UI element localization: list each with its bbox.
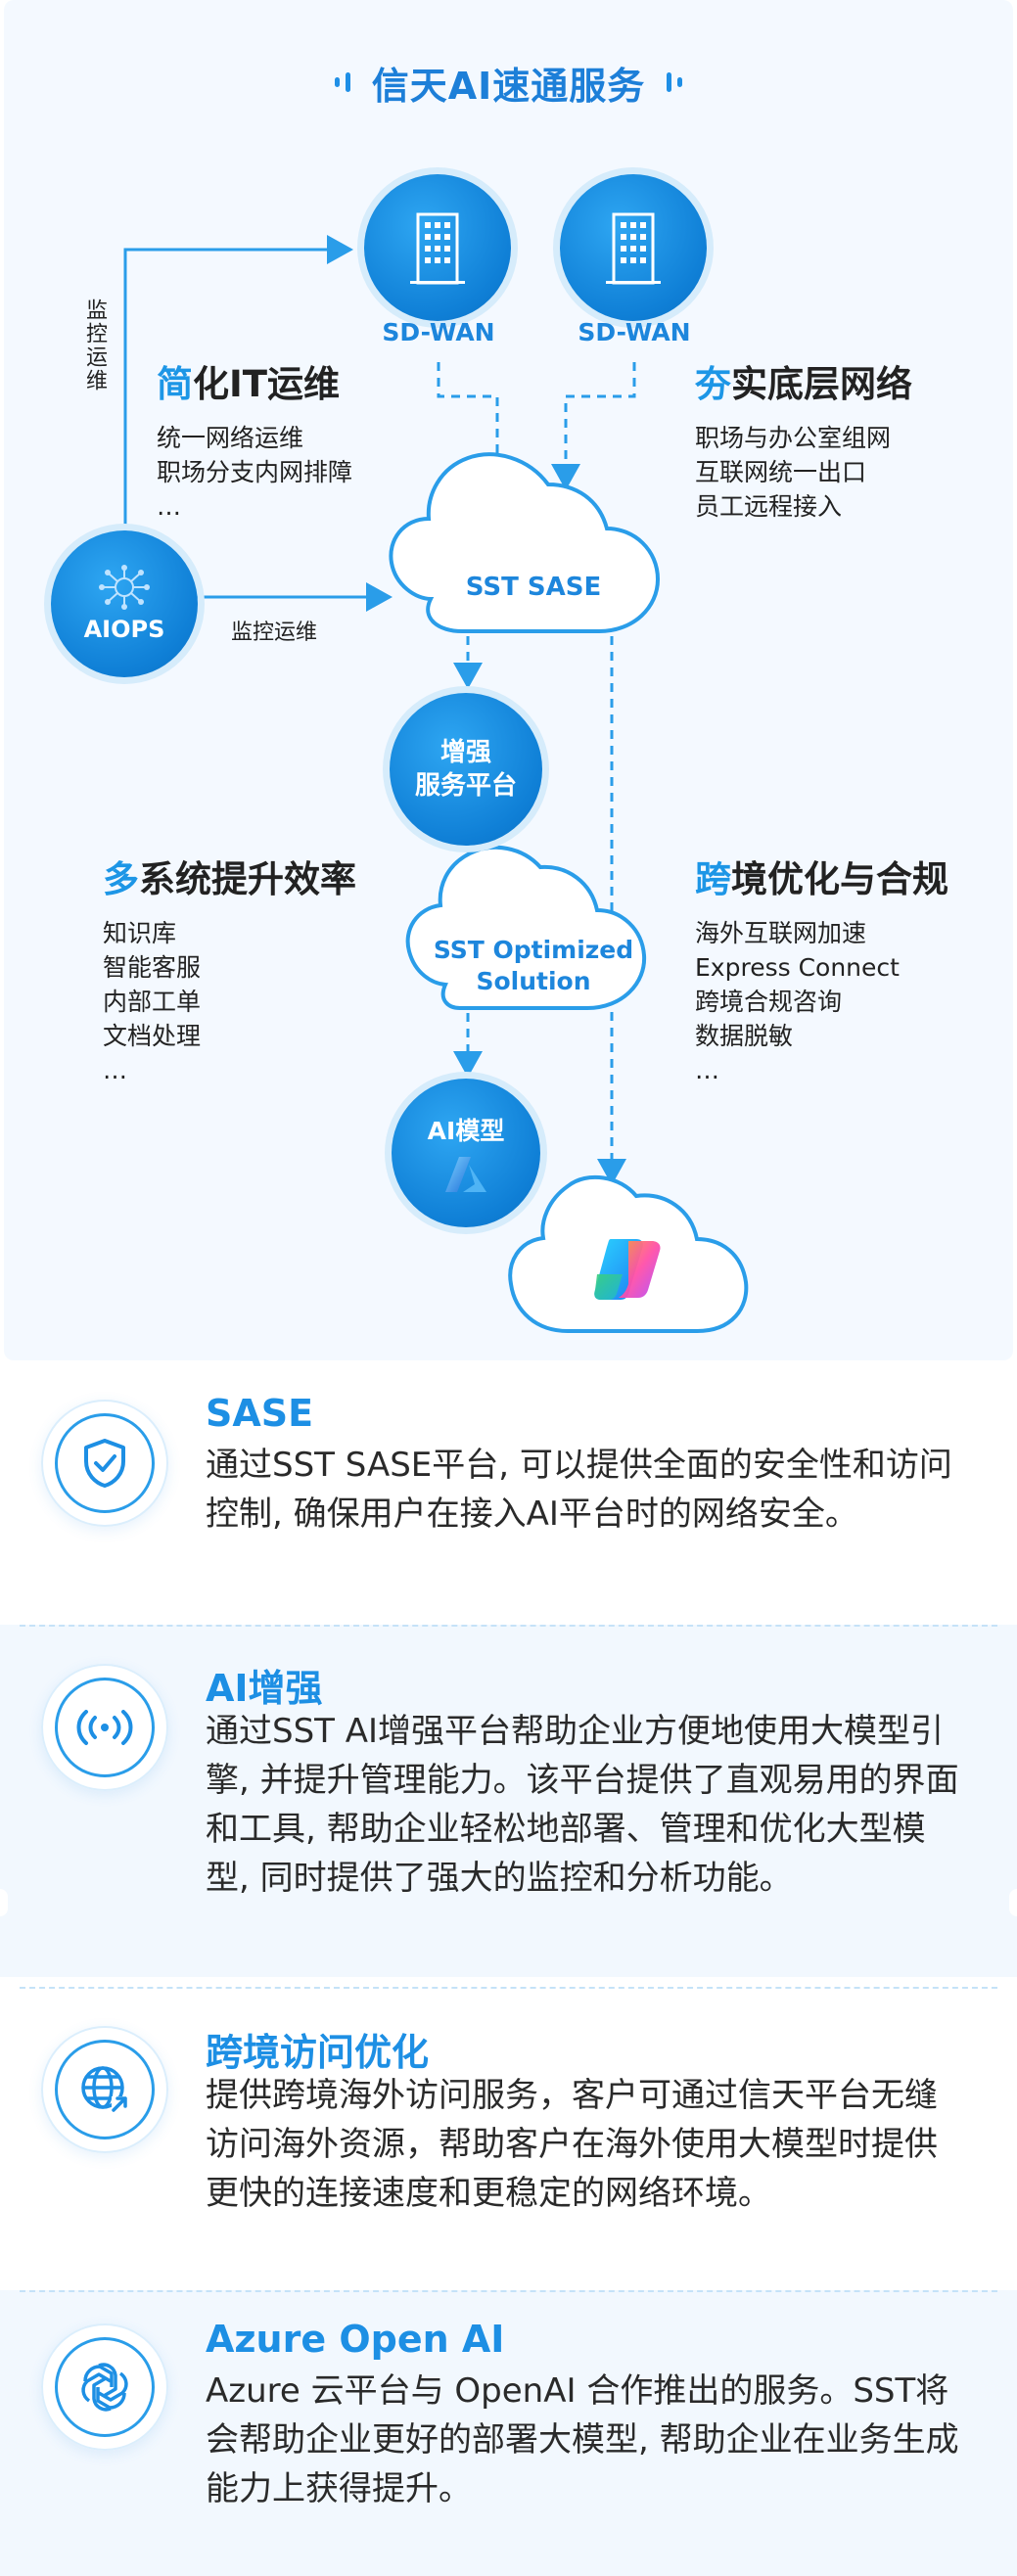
list-item: Express Connect <box>695 953 900 982</box>
block-multi-system: 多系统提升效率 知识库 智能客服 内部工单 文档处理 … <box>103 850 356 1087</box>
feature-sase: SASE 通过SST SASE平台, 可以提供全面的安全性和访问控制, 确保用户… <box>0 1380 1017 1615</box>
feature-icon-wrap <box>41 1400 168 1527</box>
feature-icon-ring <box>55 2040 155 2139</box>
title-deco-right <box>667 72 683 92</box>
sase-cloud-label: SST SASE <box>465 573 602 602</box>
list-item: 知识库 <box>103 919 177 947</box>
building-icon <box>606 212 661 285</box>
list-item: 职场分支内网排障 <box>157 458 353 486</box>
copilot-logo-icon <box>594 1239 661 1300</box>
block-multi-list: 知识库 智能客服 内部工单 文档处理 … <box>103 916 356 1087</box>
shield-check-icon <box>84 1439 125 1488</box>
block-solid-highlight: 夯 <box>695 363 731 405</box>
edge-notch <box>0 1889 8 1916</box>
feature-ai-enhance: AI增强 通过SST AI增强平台帮助企业方便地使用大模型引擎, 并提升管理能力… <box>0 1625 1017 1977</box>
aiops-node: AIOPS <box>51 530 198 677</box>
block-multi-heading: 多系统提升效率 <box>103 850 356 902</box>
sdwan-node-left <box>364 174 511 321</box>
sdwan-label-right: SD-WAN <box>578 318 691 346</box>
block-multi-highlight: 多 <box>103 858 139 900</box>
openai-knot-icon <box>81 2363 128 2412</box>
aiops-to-sdwan-arrow <box>123 235 353 548</box>
feature-cross-border: 跨境访问优化 提供跨境海外访问服务，客户可通过信天平台无缝访问海外资源，帮助客户… <box>0 1987 1017 2280</box>
broadcast-signal-icon <box>76 1710 133 1745</box>
list-item: 统一网络运维 <box>157 424 304 452</box>
list-item: 智能客服 <box>103 953 202 982</box>
feature-icon-ring <box>55 1413 155 1513</box>
divider <box>20 1625 997 1627</box>
feature-icon-ring <box>55 1678 155 1777</box>
list-item: 员工远程接入 <box>695 492 843 521</box>
optimized-label-line2: Solution <box>476 967 591 995</box>
block-cross-list: 海外互联网加速 Express Connect 跨境合规咨询 数据脱敏 … <box>695 916 948 1087</box>
block-simplify-heading: 简化IT运维 <box>157 354 352 407</box>
feature-icon-wrap <box>41 2323 168 2451</box>
enhance-label-line1: 增强 <box>439 738 491 767</box>
feature-title: AI增强 <box>206 1667 323 1710</box>
optimized-cloud-shape <box>405 845 647 1010</box>
block-cross-heading: 跨境优化与合规 <box>695 850 948 902</box>
list-item: … <box>157 492 181 521</box>
feature-icon-wrap <box>41 1664 168 1791</box>
sdwan-left-to-sase-arrow <box>437 362 512 490</box>
list-item: 数据脱敏 <box>695 1022 794 1050</box>
block-multi-rest: 系统提升效率 <box>139 858 356 900</box>
list-item: 内部工单 <box>103 988 202 1016</box>
divider <box>20 1987 997 1989</box>
sase-cloud-shape <box>389 452 661 633</box>
enhance-label-line2: 服务平台 <box>414 771 517 801</box>
feature-description: 提供跨境海外访问服务，客户可通过信天平台无缝访问海外资源，帮助客户在海外使用大模… <box>206 2076 938 2213</box>
block-simplify-list: 统一网络运维 职场分支内网排障 … <box>157 421 352 524</box>
enhance-platform-node: 增强 服务平台 <box>390 693 542 846</box>
divider <box>20 2290 997 2292</box>
optimized-label-line1: SST Optimized <box>433 936 634 964</box>
edge-notch <box>1009 1889 1017 1916</box>
sdwan-right-to-sase-arrow <box>551 362 636 490</box>
optimized-cloud-label: SST Optimized Solution <box>421 935 646 997</box>
page-title: 信天AI速通服务 <box>371 64 646 108</box>
block-simplify-rest: 化IT运维 <box>193 363 341 405</box>
aiops-label: AIOPS <box>83 616 165 643</box>
block-solid-list: 职场与办公室组网 互联网统一出口 员工远程接入 <box>695 421 912 524</box>
block-cross-border: 跨境优化与合规 海外互联网加速 Express Connect 跨境合规咨询 数… <box>695 850 948 1087</box>
feature-description: 通过SST SASE平台, 可以提供全面的安全性和访问控制, 确保用户在接入AI… <box>206 1446 952 1534</box>
sdwan-label-left: SD-WAN <box>382 318 495 346</box>
block-cross-highlight: 跨 <box>695 858 731 900</box>
feature-icon-ring <box>55 2337 155 2437</box>
horizontal-arrow-label: 监控运维 <box>231 621 318 645</box>
title-deco-left <box>334 72 350 92</box>
network-hub-icon <box>99 565 150 610</box>
block-solid-rest: 实底层网络 <box>731 363 912 405</box>
feature-azure-openai: Azure Open AI Azure 云平台与 OpenAI 合作推出的服务。… <box>0 2290 1017 2576</box>
azure-logo-icon <box>445 1157 486 1192</box>
list-item: 跨境合规咨询 <box>695 988 843 1016</box>
block-solid-heading: 夯实底层网络 <box>695 354 912 407</box>
list-item: 海外互联网加速 <box>695 919 867 947</box>
feature-description: 通过SST AI增强平台帮助企业方便地使用大模型引擎, 并提升管理能力。该平台提… <box>206 1712 959 1898</box>
ai-model-node: AI模型 <box>392 1079 540 1227</box>
ai-model-label: AI模型 <box>427 1117 505 1145</box>
feature-title: SASE <box>206 1392 314 1435</box>
list-item: 文档处理 <box>103 1022 202 1050</box>
building-icon <box>410 212 465 285</box>
feature-title: 跨境访问优化 <box>206 2031 430 2074</box>
list-item: … <box>695 1056 719 1084</box>
feature-icon-wrap <box>41 2026 168 2153</box>
sdwan-node-right <box>560 174 707 321</box>
vertical-arrow-label: 监控运维 <box>82 299 107 392</box>
globe-arrow-icon <box>81 2066 127 2112</box>
list-item: … <box>103 1056 127 1084</box>
block-cross-rest: 境优化与合规 <box>731 858 948 900</box>
block-simplify-it-ops: 简化IT运维 统一网络运维 职场分支内网排障 … <box>157 354 352 524</box>
block-solid-network: 夯实底层网络 职场与办公室组网 互联网统一出口 员工远程接入 <box>695 354 912 524</box>
title-row: 信天AI速通服务 <box>0 53 1017 112</box>
feature-title: Azure Open AI <box>206 2318 505 2361</box>
list-item: 职场与办公室组网 <box>695 424 892 452</box>
list-item: 互联网统一出口 <box>695 458 867 486</box>
block-simplify-highlight: 简 <box>157 363 193 405</box>
feature-description: Azure 云平台与 OpenAI 合作推出的服务。SST将会帮助企业更好的部署… <box>206 2371 959 2508</box>
